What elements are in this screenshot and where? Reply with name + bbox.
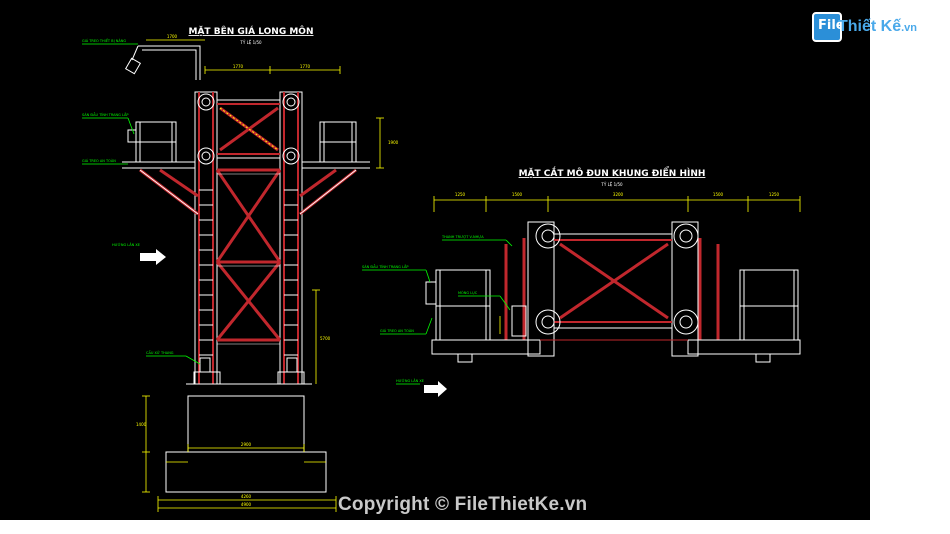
cad-drawing-canvas: MẶT BÊN GIÁ LONG MÔN TỶ LỆ 1/50 MẶT CẮT …	[0, 0, 870, 520]
section-base	[431, 339, 801, 363]
copyright-watermark: Copyright © FileThietKe.vn	[338, 494, 588, 515]
left-elevation	[82, 39, 384, 512]
dim-left-bottom-1: 2900	[241, 442, 252, 447]
dim-right-1: 1250	[455, 192, 466, 197]
cad-drawing: MẶT BÊN GIÁ LONG MÔN TỶ LỆ 1/50 MẶT CẮT …	[82, 25, 801, 512]
dim-left-bottom-2: 4260	[241, 494, 252, 499]
foundation	[165, 357, 327, 493]
dim-left-vert-3: 1400	[136, 422, 147, 427]
right-dimensions	[433, 196, 801, 334]
left-label-safety: GIÁ TREO AN TOÀN	[82, 158, 116, 163]
right-direction-arrow	[424, 381, 447, 397]
left-label-ladder: CẦU XỬ THANG	[146, 350, 174, 355]
crane-arm	[124, 45, 201, 80]
logo-suffix: .vn	[901, 22, 918, 34]
site-logo: File Thiết Kế.vn	[812, 8, 932, 48]
logo-wordmark: Thiết Kế.vn	[838, 18, 917, 36]
right-label-platform: SÀN ĐẦU TÍNH TRANG LẮP	[362, 264, 408, 269]
dim-left-top-1: 1700	[167, 34, 178, 39]
left-title: MẶT BÊN GIÁ LONG MÔN	[189, 25, 314, 37]
platforms	[122, 121, 370, 169]
top-frame	[197, 93, 300, 165]
right-label-direction: HƯỚNG LĂN XE	[396, 378, 424, 383]
logo-badge: File	[812, 12, 845, 42]
drawing-text: MẶT BÊN GIÁ LONG MÔN TỶ LỆ 1/50 MẶT CẮT …	[82, 25, 780, 507]
left-scale: TỶ LỆ 1/50	[239, 40, 262, 45]
dim-right-2: 1500	[512, 192, 523, 197]
dim-left-vert-1: 1900	[388, 140, 399, 145]
tower-bracing	[215, 168, 282, 342]
ladder-rungs	[199, 189, 298, 356]
left-label-crane: GIÁ TREO THIẾT BỊ NÂNG	[82, 37, 126, 43]
dim-left-vert-2: 5700	[320, 336, 331, 341]
module-frame	[504, 221, 720, 357]
right-scale: TỶ LỆ 1/50	[600, 182, 623, 187]
dim-right-5: 1250	[769, 192, 780, 197]
dim-left-top-2: 1770	[233, 64, 244, 69]
left-dimensions	[142, 39, 384, 512]
right-leaders	[362, 239, 513, 385]
dim-right-3: 3200	[613, 192, 624, 197]
right-section	[362, 196, 801, 397]
left-label-platform: SÀN ĐẦU TÍNH TRANG LẮP	[82, 112, 128, 117]
left-leaders	[82, 43, 201, 365]
tower-columns	[194, 91, 303, 385]
right-label-foundation: MÓNG LỤC	[458, 290, 478, 295]
dim-left-top-3: 1770	[300, 64, 311, 69]
dim-right-4: 1500	[713, 192, 724, 197]
right-label-safety: GIÁ TREO AN TOÀN	[380, 328, 414, 333]
left-label-direction: HƯỚNG LĂN XE	[112, 242, 140, 247]
logo-letters: File	[818, 18, 845, 33]
right-title: MẶT CẮT MÔ ĐUN KHUNG ĐIỂN HÌNH	[519, 166, 706, 179]
right-label-rail: THANH TRƯỢT V-NHỰA	[441, 235, 484, 239]
brackets	[139, 168, 357, 216]
tower-bracing-outline	[217, 173, 280, 345]
dim-left-bottom-3: 4900	[241, 502, 252, 507]
logo-word: Thiết Kế	[838, 18, 902, 35]
left-direction-arrow	[140, 249, 166, 265]
